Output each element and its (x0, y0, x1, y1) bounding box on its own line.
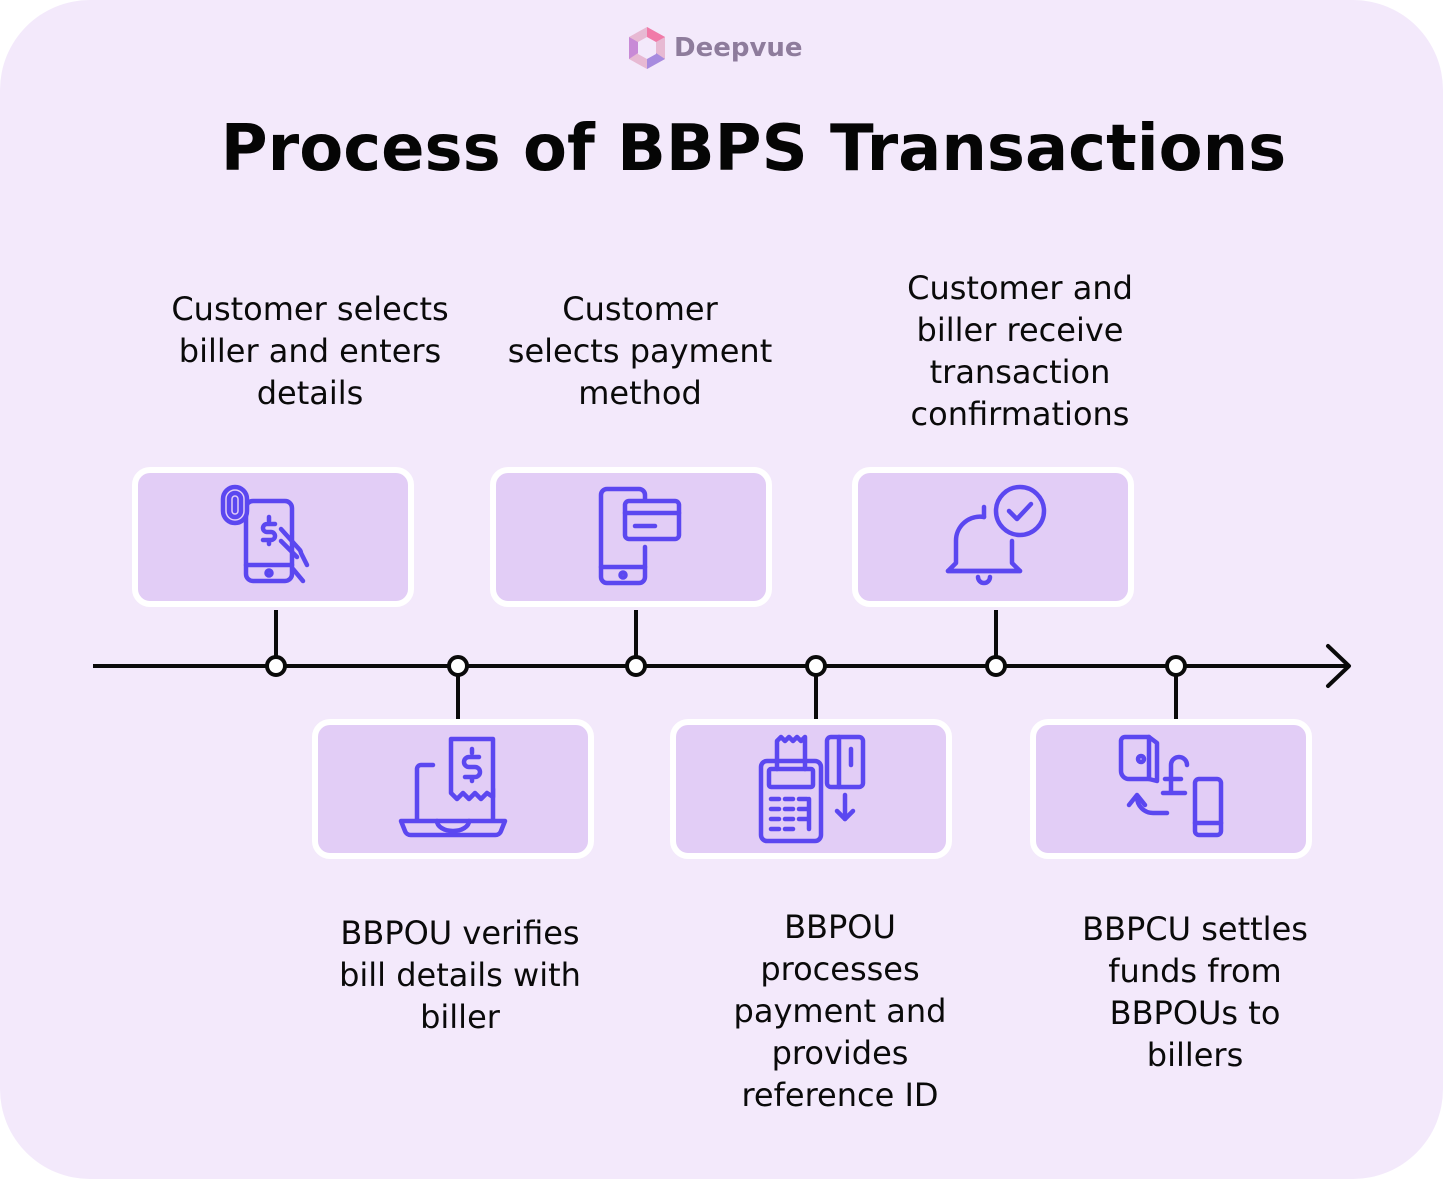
fingerprint-phone-payment-icon (220, 484, 310, 584)
brand-name: Deepvue (674, 33, 803, 63)
timeline-nodes (265, 655, 1187, 677)
laptop-bill-icon (398, 736, 508, 838)
node-step-2 (447, 655, 469, 677)
step-6-line-1: BBPCU settles (1082, 910, 1308, 948)
step-1-box (132, 467, 414, 607)
step-4-line-2: processes (760, 950, 920, 988)
page-title: Process of BBPS Transactions (220, 112, 1287, 186)
pos-terminal-card-icon (758, 734, 866, 844)
bell-check-icon (945, 484, 1047, 586)
step-4-line-5: reference ID (741, 1076, 939, 1114)
step-4-line-1: BBPOU (784, 908, 896, 946)
phone-card-icon (598, 486, 682, 586)
node-step-6 (1165, 655, 1187, 677)
step-6-line-2: funds from (1108, 952, 1282, 990)
step-1-line-3: details (256, 374, 364, 412)
step-1-line-1: Customer selects (171, 290, 449, 328)
step-4-line-4: provides (771, 1034, 909, 1072)
step-3-line-2: selects payment (507, 332, 773, 370)
timeline-arrowhead (1326, 644, 1351, 688)
step-2-line-1: BBPOU verifies (340, 914, 580, 952)
step-3-line-3: method (578, 374, 702, 412)
step-4-text: BBPOU processes payment and provides ref… (700, 906, 980, 1116)
node-step-4 (805, 655, 827, 677)
brand-logo: Deepvue (626, 24, 803, 72)
step-6-text: BBPCU settles funds from BBPOUs to bille… (1055, 908, 1335, 1076)
step-5-line-1: Customer and (907, 269, 1133, 307)
step-2-line-2: bill details with (339, 956, 581, 994)
step-2-text: BBPOU verifies bill details with biller (310, 912, 610, 1038)
step-5-line-2: biller receive (916, 311, 1124, 349)
step-1-line-2: biller and enters (178, 332, 442, 370)
step-6-line-3: BBPOUs to (1109, 994, 1281, 1032)
deepvue-logo-icon (629, 27, 665, 69)
step-3-text: Customer selects payment method (490, 288, 790, 414)
step-6-box (1030, 719, 1312, 859)
node-step-1 (265, 655, 287, 677)
step-5-line-4: confirmations (910, 395, 1130, 433)
step-4-box (670, 719, 952, 859)
node-step-5 (985, 655, 1007, 677)
step-5-line-3: transaction (929, 353, 1111, 391)
step-6-line-4: billers (1146, 1036, 1244, 1074)
step-3-line-1: Customer (562, 290, 718, 328)
step-5-text: Customer and biller receive transaction … (860, 267, 1180, 435)
wallet-pound-transfer-icon (1118, 734, 1224, 838)
step-2-box (312, 719, 594, 859)
step-1-text: Customer selects biller and enters detai… (140, 288, 480, 414)
timeline-connectors (274, 610, 1178, 722)
step-4-line-3: payment and (733, 992, 947, 1030)
step-2-line-3: biller (420, 998, 500, 1036)
step-5-box (852, 467, 1134, 607)
step-3-box (490, 467, 772, 607)
node-step-3 (625, 655, 647, 677)
